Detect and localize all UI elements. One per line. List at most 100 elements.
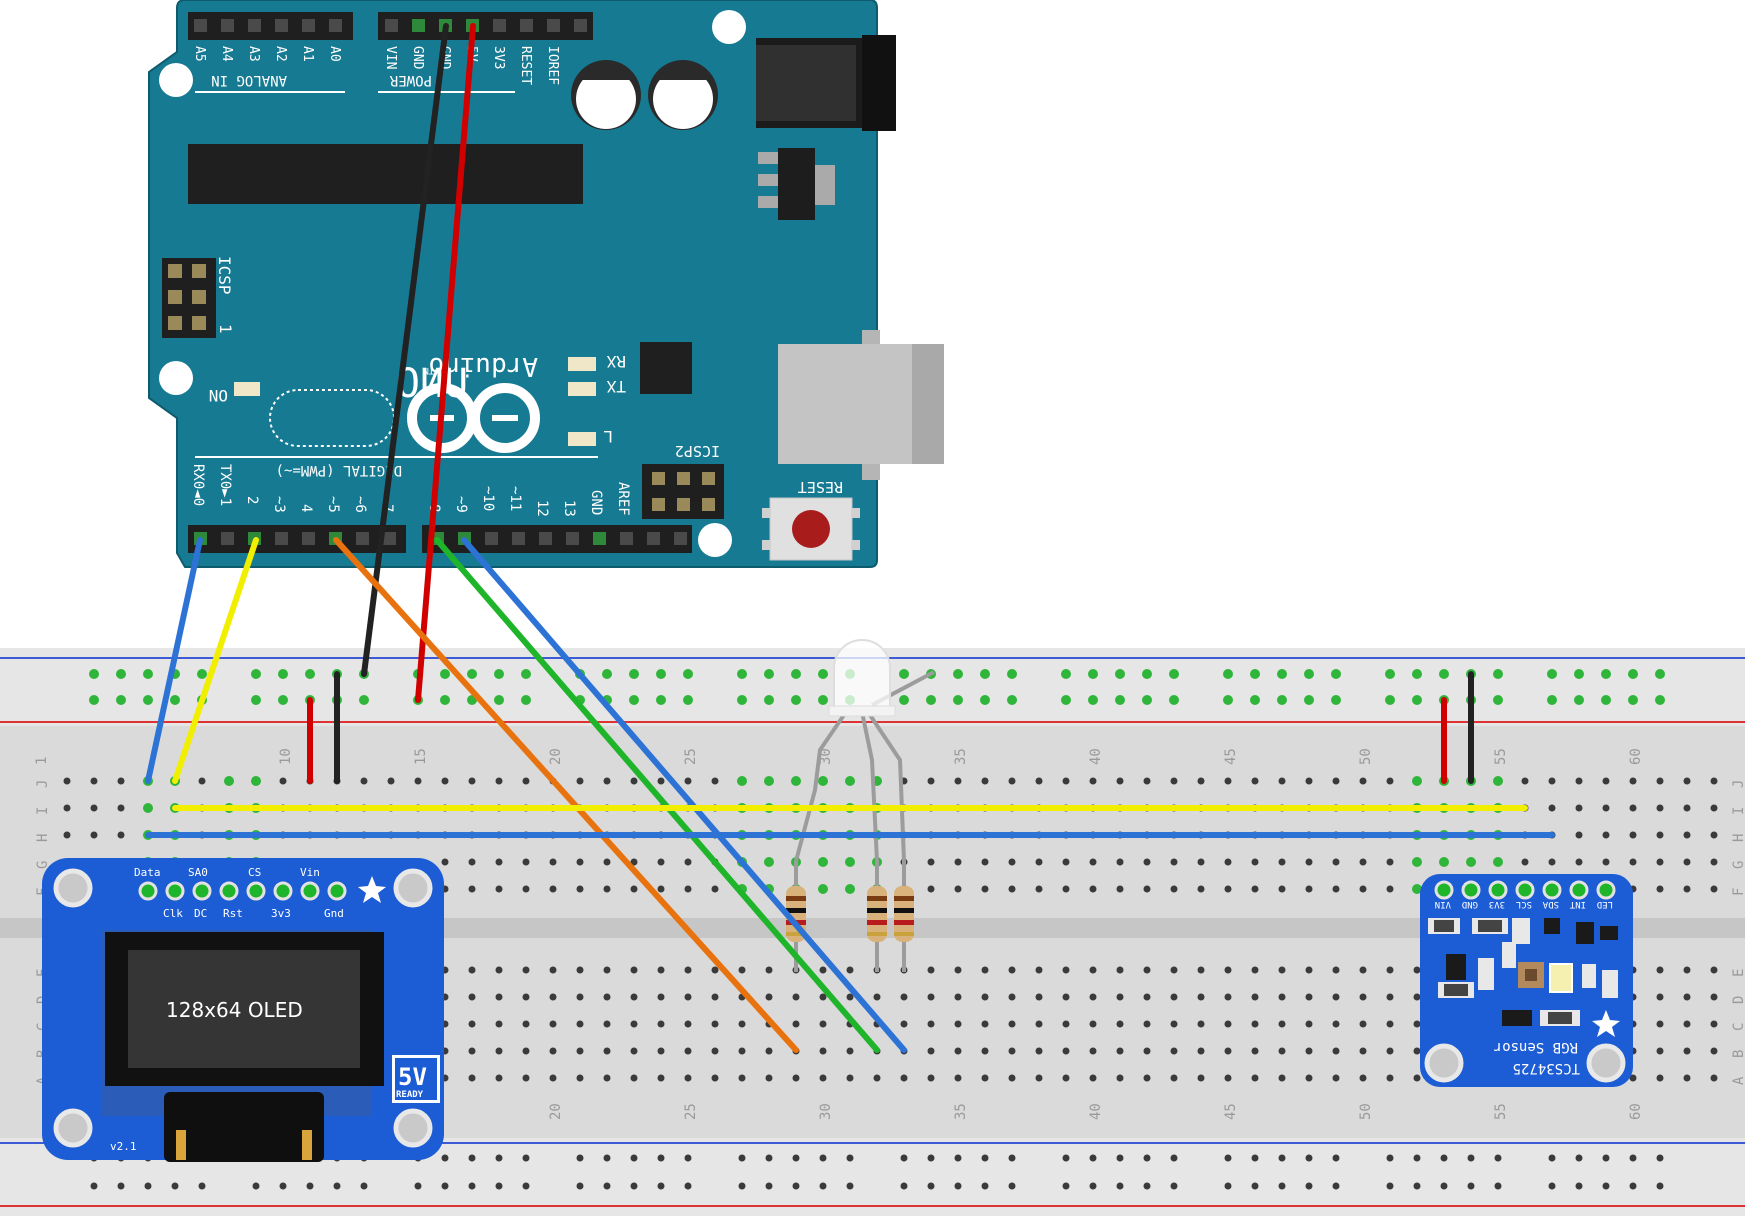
capacitor [571, 60, 641, 130]
breadboard-hole [1224, 1047, 1232, 1055]
breadboard-hole [143, 803, 153, 813]
breadboard-hole [252, 1182, 260, 1190]
pin-label: A2 [273, 46, 288, 62]
pin-label: ~6 [352, 496, 368, 513]
breadboard-hole [684, 966, 692, 974]
breadboard-hole [1143, 1182, 1151, 1190]
breadboard-hole [1601, 669, 1611, 679]
breadboard-hole [1035, 885, 1043, 893]
pin-label: 2 [244, 496, 260, 504]
column-number: 45 [1223, 1103, 1239, 1120]
breadboard-hole [1116, 1074, 1124, 1082]
breadboard-hole [1683, 804, 1691, 812]
pin-label: 3v3 [271, 907, 291, 920]
breadboard-hole [1602, 858, 1610, 866]
breadboard-hole [711, 1047, 719, 1055]
breadboard-hole [954, 1154, 962, 1162]
breadboard-hole [630, 1182, 638, 1190]
breadboard-hole [818, 669, 828, 679]
breadboard-hole [981, 858, 989, 866]
breadboard-hole [1224, 1154, 1232, 1162]
breadboard-hole [846, 1182, 854, 1190]
breadboard-hole [1278, 1182, 1286, 1190]
breadboard-hole [873, 1074, 881, 1082]
breadboard-hole [1115, 695, 1125, 705]
breadboard-hole [495, 993, 503, 1001]
breadboard-hole [1250, 669, 1260, 679]
header-pin [485, 532, 498, 545]
flex-contact [302, 1130, 312, 1160]
pin-label: A4 [219, 46, 234, 62]
digital-header-low [188, 525, 406, 553]
analog-pin-labels: A5 A4 A3 A2 A1 A0 [192, 46, 342, 62]
breadboard-hole [1035, 1047, 1043, 1055]
breadboard-hole [1089, 993, 1097, 1001]
arduino-uno-board: A5 A4 A3 A2 A1 A0 ANALOG IN VIN GND GND … [148, 0, 944, 568]
pin-label: GND [588, 490, 604, 515]
breadboard-hole [549, 1074, 557, 1082]
breadboard-hole [333, 1182, 341, 1190]
breadboard-hole [1116, 1047, 1124, 1055]
oled-pin [246, 881, 266, 901]
5v-badge-label: 5V [398, 1063, 427, 1091]
breadboard-hole [792, 1182, 800, 1190]
breadboard-hole [981, 993, 989, 1001]
sensor-pin [1461, 880, 1481, 900]
breadboard-hole [1035, 966, 1043, 974]
breadboard-hole [1278, 993, 1286, 1001]
breadboard-hole [953, 669, 963, 679]
breadboard-hole [630, 1047, 638, 1055]
breadboard-hole [1683, 885, 1691, 893]
breadboard-hole [1656, 1154, 1664, 1162]
breadboard-hole [1412, 695, 1422, 705]
breadboard-hole [900, 993, 908, 1001]
power-label: POWER [389, 72, 432, 88]
breadboard-hole [1008, 777, 1016, 785]
adafruit-star-icon [358, 876, 386, 903]
breadboard-hole [1304, 695, 1314, 705]
breadboard-hole [224, 776, 234, 786]
oled-pin-labels-bottom: Clk DC Rst 3v3 Gnd [163, 907, 344, 920]
breadboard-hole [1521, 777, 1529, 785]
breadboard-hole [1089, 777, 1097, 785]
header-pin [383, 532, 396, 545]
breadboard-hole [1467, 1154, 1475, 1162]
header-pin [539, 532, 552, 545]
breadboard-hole [1008, 1020, 1016, 1028]
breadboard-hole [1224, 1074, 1232, 1082]
breadboard-hole [684, 777, 692, 785]
breadboard-hole [1629, 804, 1637, 812]
breadboard-hole [468, 777, 476, 785]
pin-label: VIN [383, 46, 398, 69]
row-letter: E [1731, 969, 1745, 977]
breadboard-hole [1089, 1047, 1097, 1055]
breadboard-hole [629, 695, 639, 705]
breadboard-hole [1413, 1020, 1421, 1028]
breadboard-hole [1493, 776, 1503, 786]
breadboard-hole [1197, 777, 1205, 785]
reset-button[interactable] [762, 497, 860, 561]
breadboard-hole [495, 777, 503, 785]
breadboard-hole [1359, 858, 1367, 866]
breadboard-hole [819, 1074, 827, 1082]
breadboard-hole [360, 1182, 368, 1190]
infinity-right [470, 383, 540, 453]
breadboard-hole [468, 1047, 476, 1055]
breadboard-hole [468, 1182, 476, 1190]
breadboard-hole [1088, 669, 1098, 679]
breadboard-hole [764, 695, 774, 705]
breadboard-hole [576, 966, 584, 974]
breadboard-hole [89, 669, 99, 679]
breadboard-hole [495, 1074, 503, 1082]
breadboard-hole [1386, 1182, 1394, 1190]
breadboard-hole [1169, 669, 1179, 679]
pin-label: SDA [1542, 899, 1559, 909]
header-pin [385, 19, 398, 32]
row-letter: J [35, 780, 51, 788]
breadboard-hole [818, 776, 828, 786]
pin-label: ~5 [325, 496, 341, 513]
breadboard-hole [1305, 1182, 1313, 1190]
breadboard-hole [791, 776, 801, 786]
breadboard-hole [1332, 1020, 1340, 1028]
breadboard-hole [764, 857, 774, 867]
